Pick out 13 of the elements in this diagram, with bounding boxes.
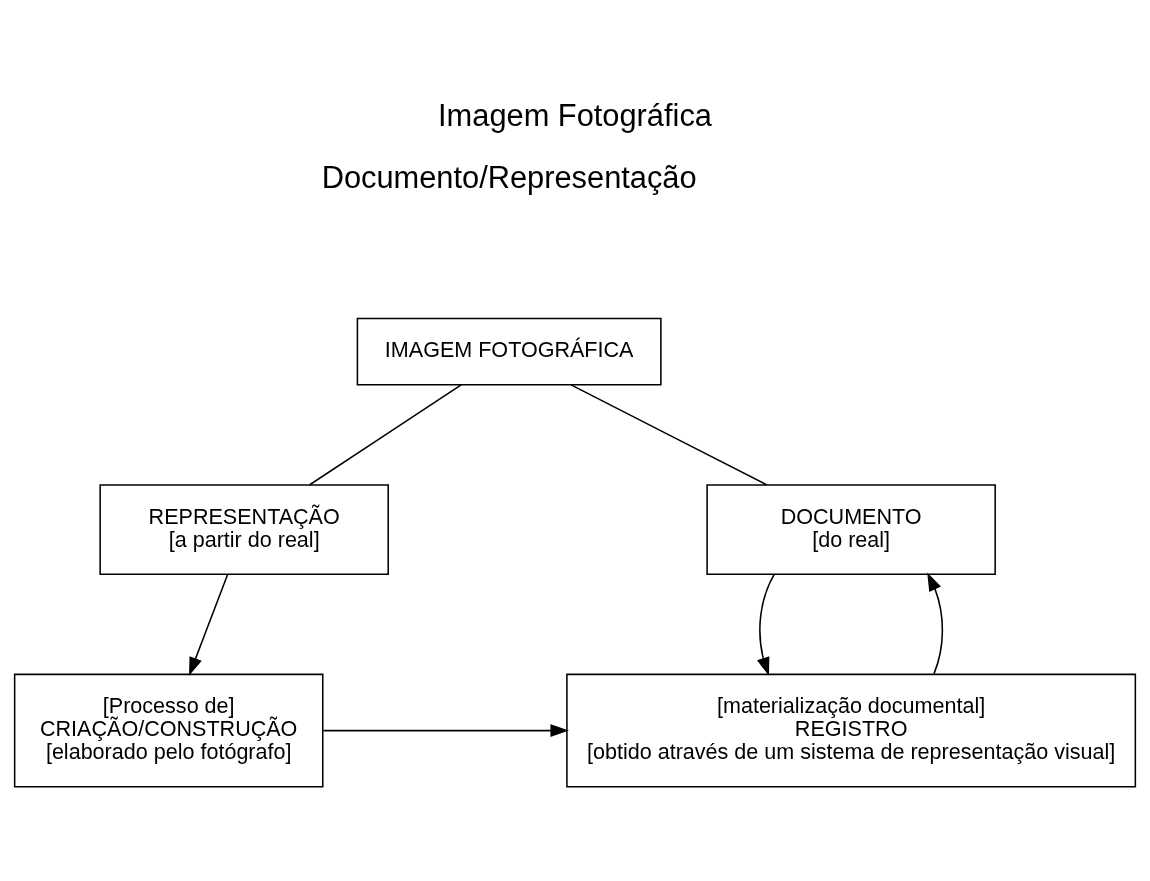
node-box: REPRESENTAÇÃO [a partir do real] (99, 483, 389, 575)
arrow (927, 571, 944, 674)
arrow (757, 573, 775, 676)
node-box: DOCUMENTO [do real] (706, 483, 996, 575)
arrow (189, 573, 229, 676)
label: Documento/Representação (321, 159, 697, 195)
connector (570, 383, 768, 486)
node-box: [Processo de] CRIAÇÃO/CONSTRUÇÃO [elaborado pelo fotógrafo] (13, 673, 324, 788)
diagram-title: Imagem Fotográfica (438, 97, 712, 133)
connector (308, 383, 462, 486)
arrow (322, 723, 569, 737)
node-box: [materialização documental] REGISTRO [obtido através de um sistema de representação visual] (566, 673, 1137, 788)
node-box: IMAGEM FOTOGRÁFICA (356, 317, 662, 386)
